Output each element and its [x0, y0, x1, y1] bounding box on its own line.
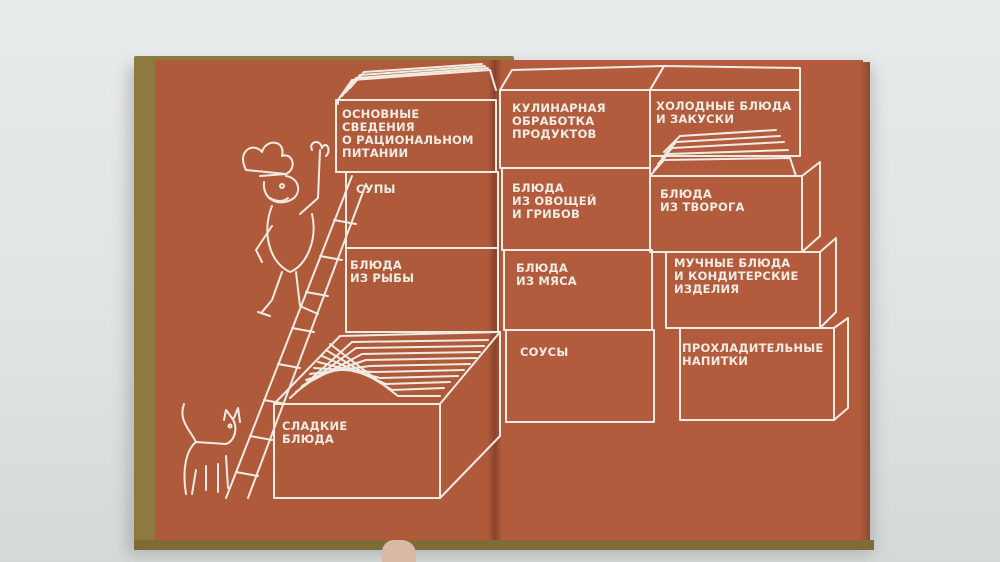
drawer-bottom-open — [273, 331, 501, 499]
section-label-meat-dishes: БЛЮДА ИЗ МЯСА — [516, 261, 577, 288]
drawer-files-top — [337, 63, 497, 105]
chef-on-ladder-illustration — [225, 141, 367, 499]
drawer-2-4 — [505, 329, 655, 423]
section-label-food-processing: КУЛИНАРНАЯ ОБРАБОТКА ПРОДУКТОВ — [512, 101, 606, 141]
section-label-desserts: СЛАДКИЕ БЛЮДА — [282, 419, 348, 446]
section-label-cold-dishes: ХОЛОДНЫЕ БЛЮДА И ЗАКУСКИ — [656, 99, 792, 126]
section-label-sauces: СОУСЫ — [520, 345, 569, 359]
page-edge — [860, 62, 870, 542]
drawer-3-1 — [649, 89, 801, 157]
drawer-files-right — [649, 129, 797, 177]
thumb-holding-book — [382, 540, 416, 562]
left-page — [155, 60, 510, 546]
cat-illustration — [181, 403, 241, 495]
section-label-nutrition-basics: ОСНОВНЫЕ СВЕДЕНИЯ О РАЦИОНАЛЬНОМ ПИТАНИИ — [342, 107, 474, 160]
section-label-soups: СУПЫ — [356, 182, 396, 196]
drawer-3-4 — [679, 327, 835, 421]
section-label-cottage-cheese: БЛЮДА ИЗ ТВОРОГА — [660, 187, 745, 214]
section-label-drinks: ПРОХЛАДИТЕЛЬНЫЕ НАПИТКИ — [682, 341, 824, 368]
section-label-pastry: МУЧНЫЕ БЛЮДА И КОНДИТЕРСКИЕ ИЗДЕЛИЯ — [674, 256, 799, 296]
book-cover-bottom — [134, 540, 874, 550]
section-label-fish-dishes: БЛЮДА ИЗ РЫБЫ — [350, 258, 415, 285]
section-label-vegetable-dishes: БЛЮДА ИЗ ОВОЩЕЙ И ГРИБОВ — [512, 181, 597, 221]
